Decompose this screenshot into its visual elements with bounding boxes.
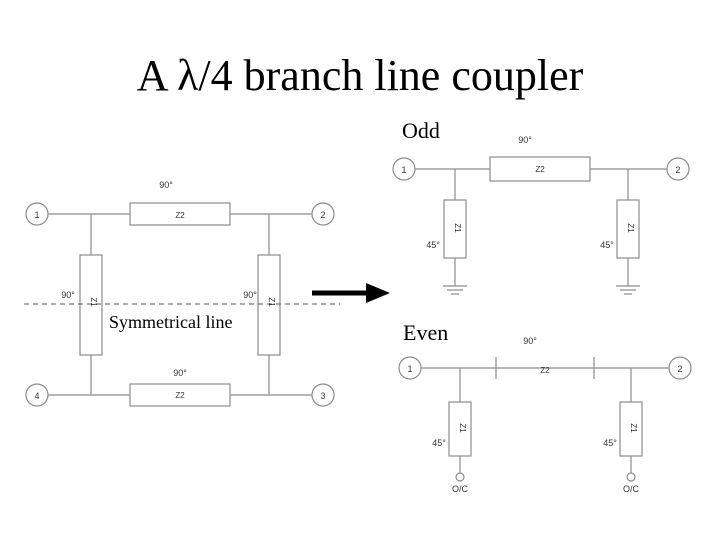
ground-icon — [616, 285, 640, 295]
even-stub-right-angle: 45° — [603, 438, 617, 448]
main-port-3 — [311, 383, 335, 407]
main-port-4 — [25, 383, 49, 407]
even-stub-right-impedance: Z1 — [629, 423, 638, 433]
main-right-angle: 90° — [243, 290, 257, 300]
arrow-icon — [312, 283, 390, 303]
main-bottom-impedance: Z2 — [175, 391, 185, 400]
main-left-impedance: Z1 — [89, 297, 98, 307]
even-port-2 — [668, 356, 692, 380]
main-port-3-label: 3 — [320, 391, 325, 401]
even-stub-left-impedance: Z1 — [458, 423, 467, 433]
main-right-arm — [257, 254, 281, 356]
even-stub-left-angle: 45° — [432, 438, 446, 448]
odd-stub-left-impedance: Z1 — [453, 223, 462, 233]
odd-series-line — [489, 156, 591, 182]
odd-series-impedance: Z2 — [535, 165, 545, 174]
odd-port-2 — [666, 157, 690, 181]
main-port-4-label: 4 — [34, 391, 39, 401]
even-stub-left-termination: O/C — [452, 484, 469, 494]
ground-icon — [443, 285, 467, 295]
even-port-1 — [398, 356, 422, 380]
odd-port-2-label: 2 — [675, 165, 680, 175]
main-left-arm — [79, 254, 103, 356]
main-bottom-arm — [129, 383, 231, 407]
odd-stub-left-angle: 45° — [426, 240, 440, 250]
main-top-impedance: Z2 — [175, 211, 185, 220]
even-port-2-label: 2 — [677, 364, 682, 374]
main-port-1 — [25, 202, 49, 226]
odd-stub-right-impedance: Z1 — [626, 223, 635, 233]
odd-series-angle: 90° — [518, 135, 532, 145]
symmetrical-line-label: Symmetrical line — [107, 312, 235, 333]
main-port-2-label: 2 — [320, 210, 325, 220]
even-port-1-label: 1 — [407, 364, 412, 374]
main-left-angle: 90° — [61, 290, 75, 300]
main-top-arm — [129, 202, 231, 226]
even-series-angle: 90° — [523, 336, 537, 346]
odd-stub-right-angle: 45° — [600, 240, 614, 250]
page-title: A λ/4 branch line coupler — [136, 51, 584, 100]
main-bottom-angle: 90° — [173, 368, 187, 378]
odd-label: Odd — [402, 118, 440, 143]
even-label: Even — [403, 320, 449, 345]
main-circuit — [25, 202, 335, 407]
main-port-1-label: 1 — [34, 210, 39, 220]
main-top-angle: 90° — [159, 180, 173, 190]
even-series-impedance: Z2 — [540, 366, 550, 375]
open-circuit-icon — [455, 472, 465, 482]
open-circuit-icon — [626, 472, 636, 482]
main-port-2 — [311, 202, 335, 226]
odd-circuit — [392, 156, 690, 295]
even-circuit — [398, 356, 692, 482]
odd-port-1 — [392, 157, 416, 181]
odd-port-1-label: 1 — [401, 165, 406, 175]
even-stub-right-termination: O/C — [623, 484, 640, 494]
main-right-impedance: Z1 — [267, 297, 276, 307]
